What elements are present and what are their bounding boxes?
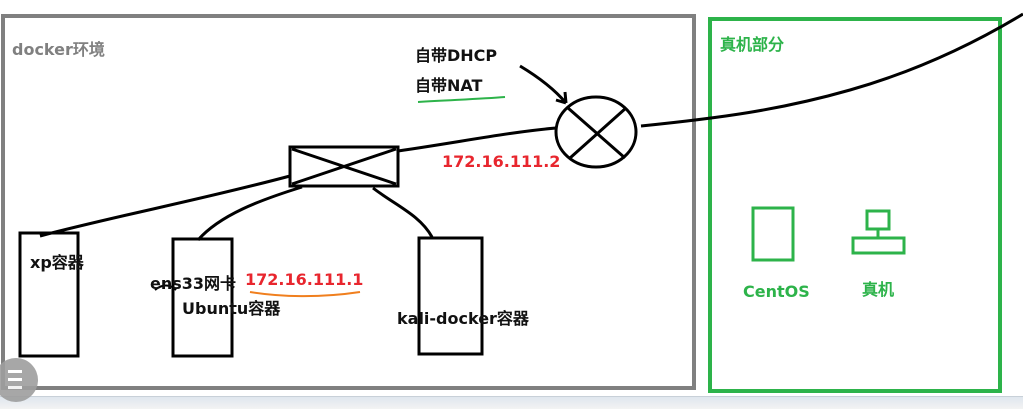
host-part-title: 真机部分: [720, 35, 785, 54]
ubuntu-container-label: Ubuntu容器: [182, 299, 281, 318]
switch-icon: [288, 145, 400, 188]
link-xp-switch: [39, 174, 291, 238]
centos-label: CentOS: [743, 282, 810, 301]
link-switch-ubuntu: [196, 185, 303, 241]
ubuntu-ip: 172.16.111.1: [245, 270, 364, 289]
host-computer-icon: [851, 209, 906, 255]
bottom-scrollbar[interactable]: [0, 396, 1023, 409]
ubuntu-container-box: [171, 237, 234, 358]
centos-icon: [751, 206, 795, 262]
gateway-ip: 172.16.111.2: [442, 152, 561, 171]
nat-label: 自带NAT: [415, 76, 483, 95]
arrow-to-router: [519, 64, 568, 105]
xp-container-label: xp容器: [30, 253, 84, 272]
kali-container-box: [417, 236, 484, 356]
docker-env-box: [1, 14, 696, 390]
dhcp-label: 自带DHCP: [415, 46, 498, 65]
link-switch-router: [397, 126, 557, 153]
docker-env-title: docker环境: [12, 40, 105, 59]
link-router-host: [640, 12, 1023, 128]
xp-container-box: [18, 231, 80, 358]
router-icon: [554, 95, 638, 169]
ip-underline: [249, 291, 361, 298]
link-switch-kali: [372, 186, 434, 238]
host-part-box: [708, 17, 1002, 393]
nic-label: ens33网卡: [150, 274, 237, 293]
nat-underline: [417, 96, 506, 103]
menu-button[interactable]: [0, 358, 38, 402]
kali-container-label: kali-docker容器: [397, 309, 529, 328]
host-label: 真机: [862, 280, 895, 299]
